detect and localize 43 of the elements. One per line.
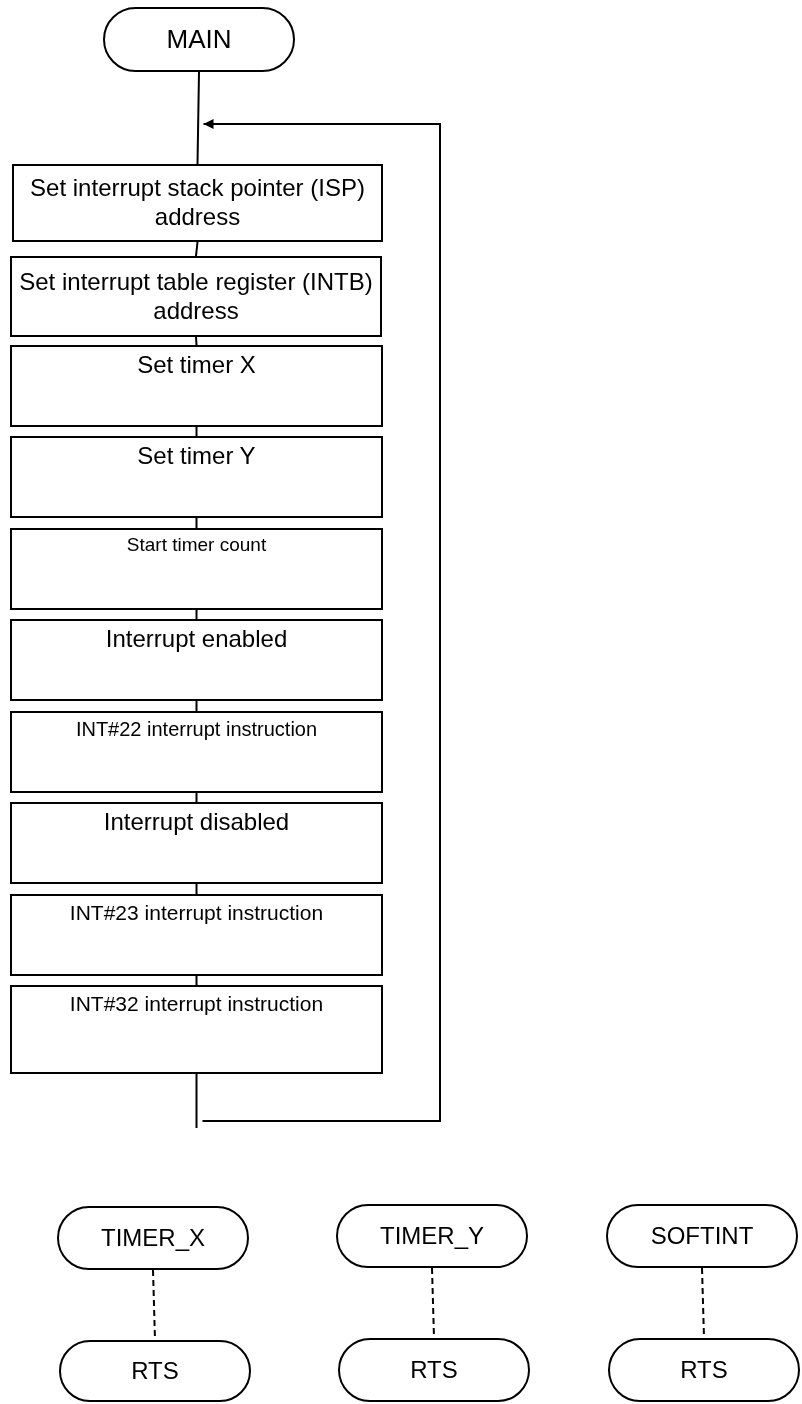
terminator-shape <box>57 1206 249 1270</box>
step-text: Set timer X <box>137 351 256 380</box>
step-text: Set timer Y <box>137 442 256 471</box>
step-text: INT#32 interrupt instruction <box>69 991 324 1017</box>
connector-line <box>195 426 198 437</box>
connector-line <box>195 975 198 986</box>
terminator-label: SOFTINT <box>650 1221 754 1251</box>
connector-line <box>195 792 198 803</box>
step-text: Interrupt disabled <box>103 808 290 837</box>
terminator-label: RTS <box>680 1355 728 1385</box>
connector-line <box>195 241 199 257</box>
terminator-shape <box>606 1204 798 1268</box>
step-text: INT#23 interrupt instruction <box>69 900 324 926</box>
terminator-shape <box>338 1338 530 1402</box>
step-text: Start timer count <box>126 534 267 557</box>
process-box <box>10 436 383 518</box>
connector-line <box>195 700 198 712</box>
process-box <box>10 985 383 1074</box>
process-box <box>10 894 383 976</box>
process-box <box>12 164 383 242</box>
process-box <box>10 619 383 701</box>
process-box <box>10 528 383 610</box>
process-box <box>10 256 382 337</box>
connector-line <box>195 883 198 895</box>
connector-line <box>196 71 200 165</box>
step-text: Set interrupt table register (INTB) address <box>18 267 374 326</box>
connector-line <box>195 517 198 529</box>
step-text: Set interrupt stack pointer (ISP) address <box>29 174 366 232</box>
process-box <box>10 802 383 884</box>
connector-line <box>195 609 198 620</box>
terminator-label: MAIN <box>166 23 232 56</box>
terminator-shape <box>608 1338 800 1402</box>
terminator-shape <box>336 1204 528 1268</box>
step-text: Interrupt enabled <box>105 625 288 654</box>
step-text: INT#22 interrupt instruction <box>75 717 318 741</box>
terminator-label: TIMER_Y <box>380 1221 484 1251</box>
terminator-label: RTS <box>131 1356 179 1386</box>
loop-arrow <box>195 119 441 1129</box>
process-box <box>10 711 383 793</box>
terminator-label: TIMER_X <box>101 1223 205 1253</box>
process-box <box>10 345 383 427</box>
terminator-label: RTS <box>410 1355 458 1385</box>
connector-line <box>195 336 198 346</box>
